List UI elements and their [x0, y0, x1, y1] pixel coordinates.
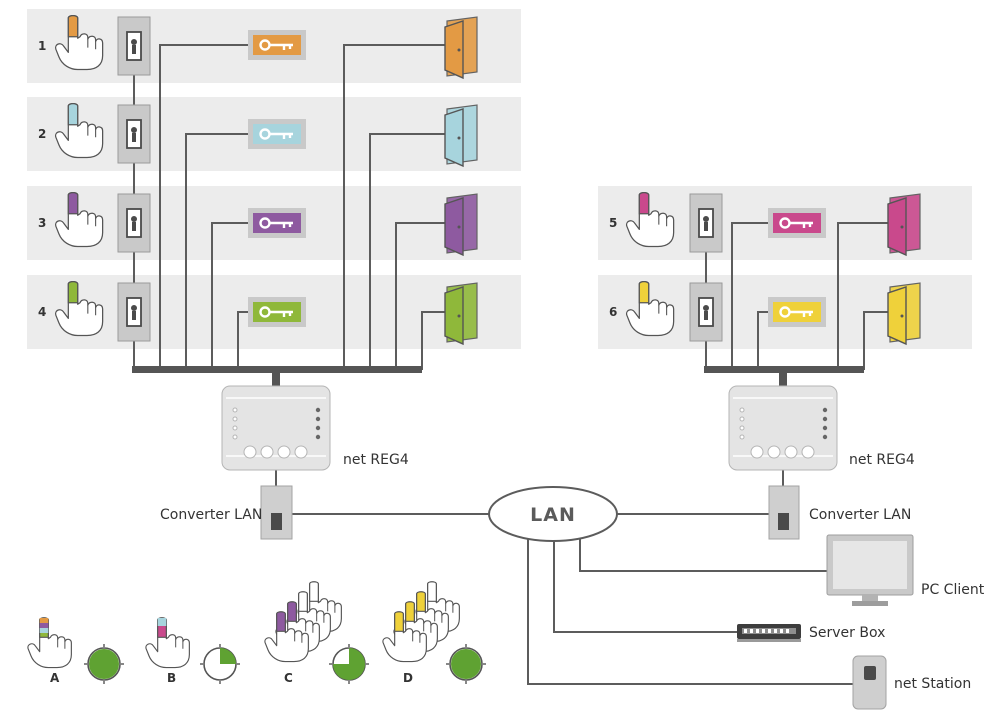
finger-press-icon [54, 281, 104, 337]
door-icon [444, 282, 478, 346]
row-label-5: 5 [609, 216, 617, 230]
legend-item-d [382, 581, 486, 684]
net-reg4-right [728, 385, 838, 471]
finger-press-icon [264, 611, 309, 663]
key-icon [248, 119, 306, 149]
wiring-right [704, 222, 890, 386]
net-reg4-left-label: net REG4 [343, 452, 409, 468]
server-box-icon [737, 624, 801, 642]
clock-icon [446, 644, 486, 684]
converter-lan-right-label: Converter LAN [809, 507, 911, 523]
legend-label-a: A [50, 671, 60, 685]
lift-panel-icon [689, 193, 723, 253]
net-station-icon [852, 655, 887, 710]
finger-press-icon [382, 611, 427, 663]
legend-item-b [145, 617, 240, 684]
key-icon [768, 208, 826, 238]
key-icon [248, 208, 306, 238]
monitor-icon [826, 534, 914, 606]
server-box-label: Server Box [809, 625, 885, 641]
lift-panel-icon [117, 193, 151, 253]
legend-item-c [264, 581, 369, 684]
legend-item-a [27, 617, 124, 684]
floor-row-5 [625, 192, 921, 257]
floor-row-4 [54, 281, 478, 346]
lift-panel-icon [117, 16, 151, 76]
bus-bar-right [704, 366, 864, 373]
door-icon [444, 193, 478, 257]
clock-icon [200, 644, 240, 684]
pc-client-label: PC Client [921, 582, 985, 598]
key-icon [248, 30, 306, 60]
net-reg4-right-label: net REG4 [849, 452, 915, 468]
key-icon [248, 297, 306, 327]
finger-press-icon [54, 15, 104, 71]
floor-row-2 [54, 103, 478, 168]
finger-press-icon [145, 617, 190, 669]
floor-row-1 [54, 15, 478, 80]
access-mode-legend [27, 581, 486, 684]
door-icon [444, 16, 478, 80]
lan-node: LAN [488, 486, 618, 542]
row-label-1: 1 [38, 39, 46, 53]
lift-panel-icon [117, 104, 151, 164]
converter-lan-right [768, 485, 800, 540]
row-backgrounds [27, 9, 972, 349]
floor-rows [54, 15, 921, 346]
row-label-3: 3 [38, 216, 46, 230]
legend-label-b: B [167, 671, 176, 685]
net-station-label: net Station [894, 676, 971, 692]
lan-label: LAN [530, 504, 576, 526]
finger-press-icon [625, 281, 675, 337]
lift-panel-icon [117, 282, 151, 342]
bus-bar-left [132, 366, 422, 373]
finger-press-icon [27, 617, 72, 669]
row-label-4: 4 [38, 305, 46, 319]
finger-press-icon [625, 192, 675, 248]
legend-label-d: D [403, 671, 413, 685]
finger-press-icon [54, 192, 104, 248]
finger-press-icon [264, 581, 342, 663]
lift-panel-icon [689, 282, 723, 342]
finger-press-icon [54, 103, 104, 159]
clock-icon [84, 644, 124, 684]
door-icon [887, 282, 921, 346]
door-icon [444, 104, 478, 168]
converter-lan-left-label: Converter LAN [160, 507, 262, 523]
lan-wiring [275, 470, 853, 685]
row-label-2: 2 [38, 127, 46, 141]
converter-lan-left [260, 485, 293, 540]
legend-label-c: C [284, 671, 293, 685]
key-icon [768, 297, 826, 327]
floor-row-3 [54, 192, 478, 257]
net-reg4-left [221, 385, 331, 471]
floor-row-6 [625, 281, 921, 346]
door-icon [887, 193, 921, 257]
clock-icon [329, 644, 369, 684]
finger-press-icon [382, 581, 460, 663]
row-label-6: 6 [609, 305, 617, 319]
